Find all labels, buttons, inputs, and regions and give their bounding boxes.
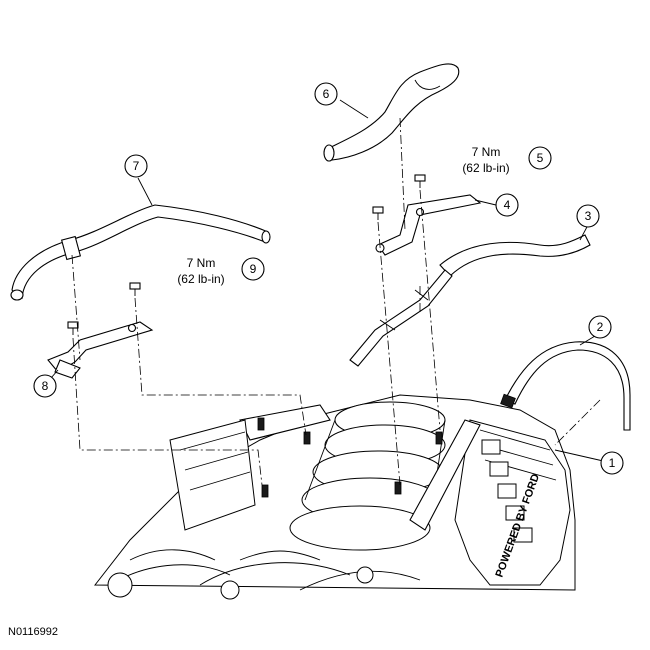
callout-9: 9 [241, 257, 265, 281]
bracket-part-4 [375, 194, 482, 256]
torque-spec-5: 7 Nm (62 lb-in) [462, 145, 509, 175]
svg-text:3: 3 [585, 209, 592, 223]
svg-text:1: 1 [609, 456, 616, 470]
svg-text:2: 2 [597, 320, 604, 334]
bolt-icon [372, 206, 384, 220]
svg-text:8: 8 [42, 379, 49, 393]
svg-text:5: 5 [537, 151, 544, 165]
ignition-coils [481, 439, 533, 543]
callout-5: 5 [528, 146, 552, 170]
leader-lines [50, 99, 613, 464]
callout-3: 3 [576, 204, 600, 228]
svg-text:6: 6 [323, 87, 330, 101]
callout-6: 6 [314, 82, 338, 106]
bolt-icon [67, 321, 79, 335]
callout-8: 8 [33, 374, 57, 398]
hose-part-2 [500, 341, 631, 431]
engine-assembly: POWERED BY FORD [93, 394, 576, 600]
tube-part-6 [323, 63, 460, 162]
hose-part-7 [10, 204, 271, 301]
alignment-lines [71, 117, 601, 486]
torque-lbin: (62 lb-in) [177, 272, 224, 286]
svg-text:4: 4 [504, 198, 511, 212]
callout-2: 2 [588, 315, 612, 339]
svg-text:7: 7 [133, 159, 140, 173]
bolts [67, 174, 426, 335]
tube-part-3 [349, 234, 591, 367]
torque-lbin: (62 lb-in) [462, 161, 509, 175]
bolt-icon [129, 282, 141, 296]
callout-7: 7 [124, 154, 148, 178]
torque-spec-9: 7 Nm (62 lb-in) [177, 256, 224, 286]
figure-id: N0116992 [8, 626, 58, 638]
torque-nm: 7 Nm [472, 145, 501, 159]
torque-nm: 7 Nm [187, 256, 216, 270]
svg-text:9: 9 [250, 262, 257, 276]
bolt-icon [414, 174, 426, 188]
callout-1: 1 [600, 451, 624, 475]
callout-4: 4 [495, 193, 519, 217]
bracket-part-8 [47, 321, 154, 379]
